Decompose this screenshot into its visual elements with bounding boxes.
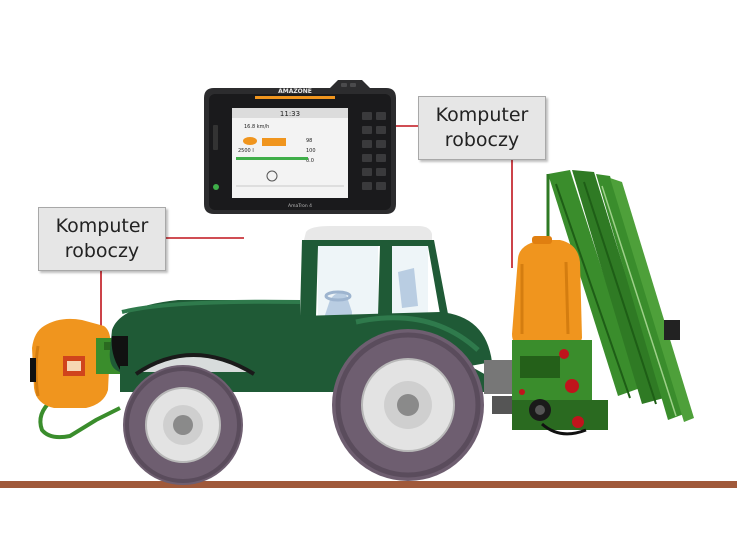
readout-tank: 2500 l: [238, 148, 254, 154]
boom-mount: [664, 320, 680, 340]
terminal-brand: AMAZONE: [278, 88, 312, 95]
readout-pressure: 0.0: [306, 158, 314, 164]
rear-wheel: [332, 329, 484, 481]
readout-rate: 98: [306, 138, 312, 144]
callout-right-line2: roboczy: [444, 129, 520, 151]
power-button-icon: [213, 184, 219, 190]
terminal-top-buttons: [341, 83, 356, 87]
screen-green-bar: [236, 157, 308, 160]
rear-hitch: [484, 360, 512, 394]
terminal-left-indicator: [213, 125, 218, 150]
terminal-screen-header: [232, 108, 348, 118]
tractor-hood: [109, 300, 300, 372]
steering-wheel-icon: [324, 290, 352, 302]
front-tank: [30, 318, 122, 440]
front-tank-hitch: [38, 398, 121, 440]
callout-left-line1: Komputer: [55, 215, 149, 237]
terminal-clock: 11:33: [280, 110, 300, 118]
callout-left-line2: roboczy: [64, 240, 140, 262]
screen-machine-icon: [262, 138, 286, 146]
terminal-orange-strip: [255, 96, 335, 99]
callout-left-komputer-roboczy: Komputer roboczy: [38, 207, 166, 271]
readout-percent: 100: [306, 148, 316, 154]
cab-roof: [304, 226, 432, 240]
sprayer-tank: [512, 240, 582, 346]
screen-tank-icon: [243, 137, 257, 145]
terminal-model: AmaTron 4: [288, 203, 312, 209]
readout-speed: 16.8 km/h: [244, 124, 269, 130]
ground-line: [0, 481, 737, 488]
operator-terminal: AMAZONE 11:33 16.8 km/h 2500 l 98 100 0.…: [204, 80, 396, 214]
folded-booms: [546, 170, 694, 422]
callout-right-komputer-roboczy: Komputer roboczy: [418, 96, 546, 160]
screen-gauge-icon: [266, 170, 278, 182]
cab-frame: [300, 240, 448, 316]
tractor-grille: [111, 336, 128, 370]
tank-lid: [532, 236, 552, 244]
front-wheel: [123, 365, 243, 485]
terminal-soft-keys: [362, 112, 386, 190]
callout-right-line1: Komputer: [435, 104, 529, 126]
terminal-screen: [232, 108, 348, 198]
rear-sprayer: [512, 170, 694, 436]
